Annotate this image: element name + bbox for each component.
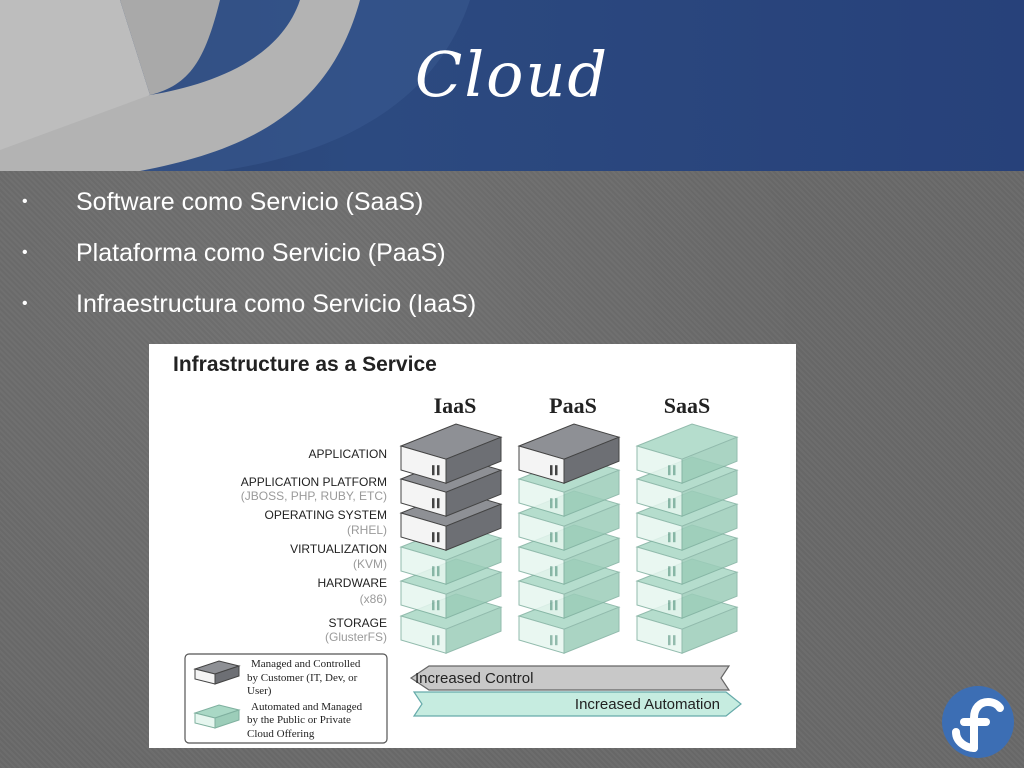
legend-provider-line: Cloud Offering xyxy=(247,728,315,740)
layer-sublabel: (GlusterFS) xyxy=(325,630,387,644)
layer-label: APPLICATION PLATFORM xyxy=(241,475,387,489)
legend-icons xyxy=(193,660,241,729)
column-heading-saas: SaaS xyxy=(664,393,710,418)
legend-provider-server-icon xyxy=(193,704,241,729)
increased-control-label: Increased Control xyxy=(415,670,533,687)
legend-customer-line: by Customer (IT, Dev, or xyxy=(247,672,358,684)
bullet-item: • Plataforma como Servicio (PaaS) xyxy=(22,233,476,284)
bullet-text: Plataforma como Servicio (PaaS) xyxy=(76,239,446,267)
layer-label: STORAGE xyxy=(329,616,387,630)
slide-header: Cloud xyxy=(0,0,1024,171)
layer-label: HARDWARE xyxy=(317,576,387,590)
increased-automation-arrow xyxy=(412,691,742,717)
bullet-text: Infraestructura como Servicio (IaaS) xyxy=(76,290,477,318)
slide-title: Cloud xyxy=(414,38,610,111)
fedora-logo-icon xyxy=(942,686,1014,758)
legend-provider-line: Automated and Managed xyxy=(251,701,363,713)
bullet-text: Software como Servicio (SaaS) xyxy=(76,188,424,216)
legend-customer-line: User) xyxy=(247,685,272,697)
bullet-dot-icon: • xyxy=(22,244,28,261)
layer-sublabel: (RHEL) xyxy=(347,523,387,537)
bullet-dot-icon: • xyxy=(22,295,28,312)
legend-customer-server-icon xyxy=(193,660,241,685)
customer-server-box-icon xyxy=(517,423,621,484)
bullet-item: • Infraestructura como Servicio (IaaS) xyxy=(22,284,476,335)
layer-label: VIRTUALIZATION xyxy=(290,542,387,556)
layer-label: APPLICATION xyxy=(309,447,387,461)
customer-server-box-icon xyxy=(399,423,503,484)
figure-title: Infrastructure as a Service xyxy=(173,353,437,376)
column-heading-iaas: IaaS xyxy=(434,393,477,418)
layer-sublabel: (JBOSS, PHP, RUBY, ETC) xyxy=(241,489,387,503)
bullet-dot-icon: • xyxy=(22,193,28,210)
layer-sublabel: (KVM) xyxy=(353,557,387,571)
legend-provider-line: by the Public or Private xyxy=(247,714,351,726)
layer-sublabel: (x86) xyxy=(360,592,387,606)
legend-customer-line: Managed and Controlled xyxy=(251,658,361,670)
column-heading-paas: PaaS xyxy=(549,393,597,418)
layer-label: OPERATING SYSTEM xyxy=(265,508,387,522)
iaas-diagram: Infrastructure as a Service IaaS PaaS Sa… xyxy=(173,353,742,744)
bullet-list: • Software como Servicio (SaaS) • Platafor… xyxy=(22,182,476,335)
header-decoration xyxy=(0,0,470,171)
increased-automation-label: Increased Automation xyxy=(575,696,720,713)
increased-control-arrow xyxy=(409,665,731,691)
server-stacks xyxy=(399,423,739,654)
provider-server-box-icon xyxy=(635,423,739,484)
iaas-figure: Infrastructure as a Service IaaS PaaS Sa… xyxy=(149,344,796,748)
bullet-item: • Software como Servicio (SaaS) xyxy=(22,182,476,233)
